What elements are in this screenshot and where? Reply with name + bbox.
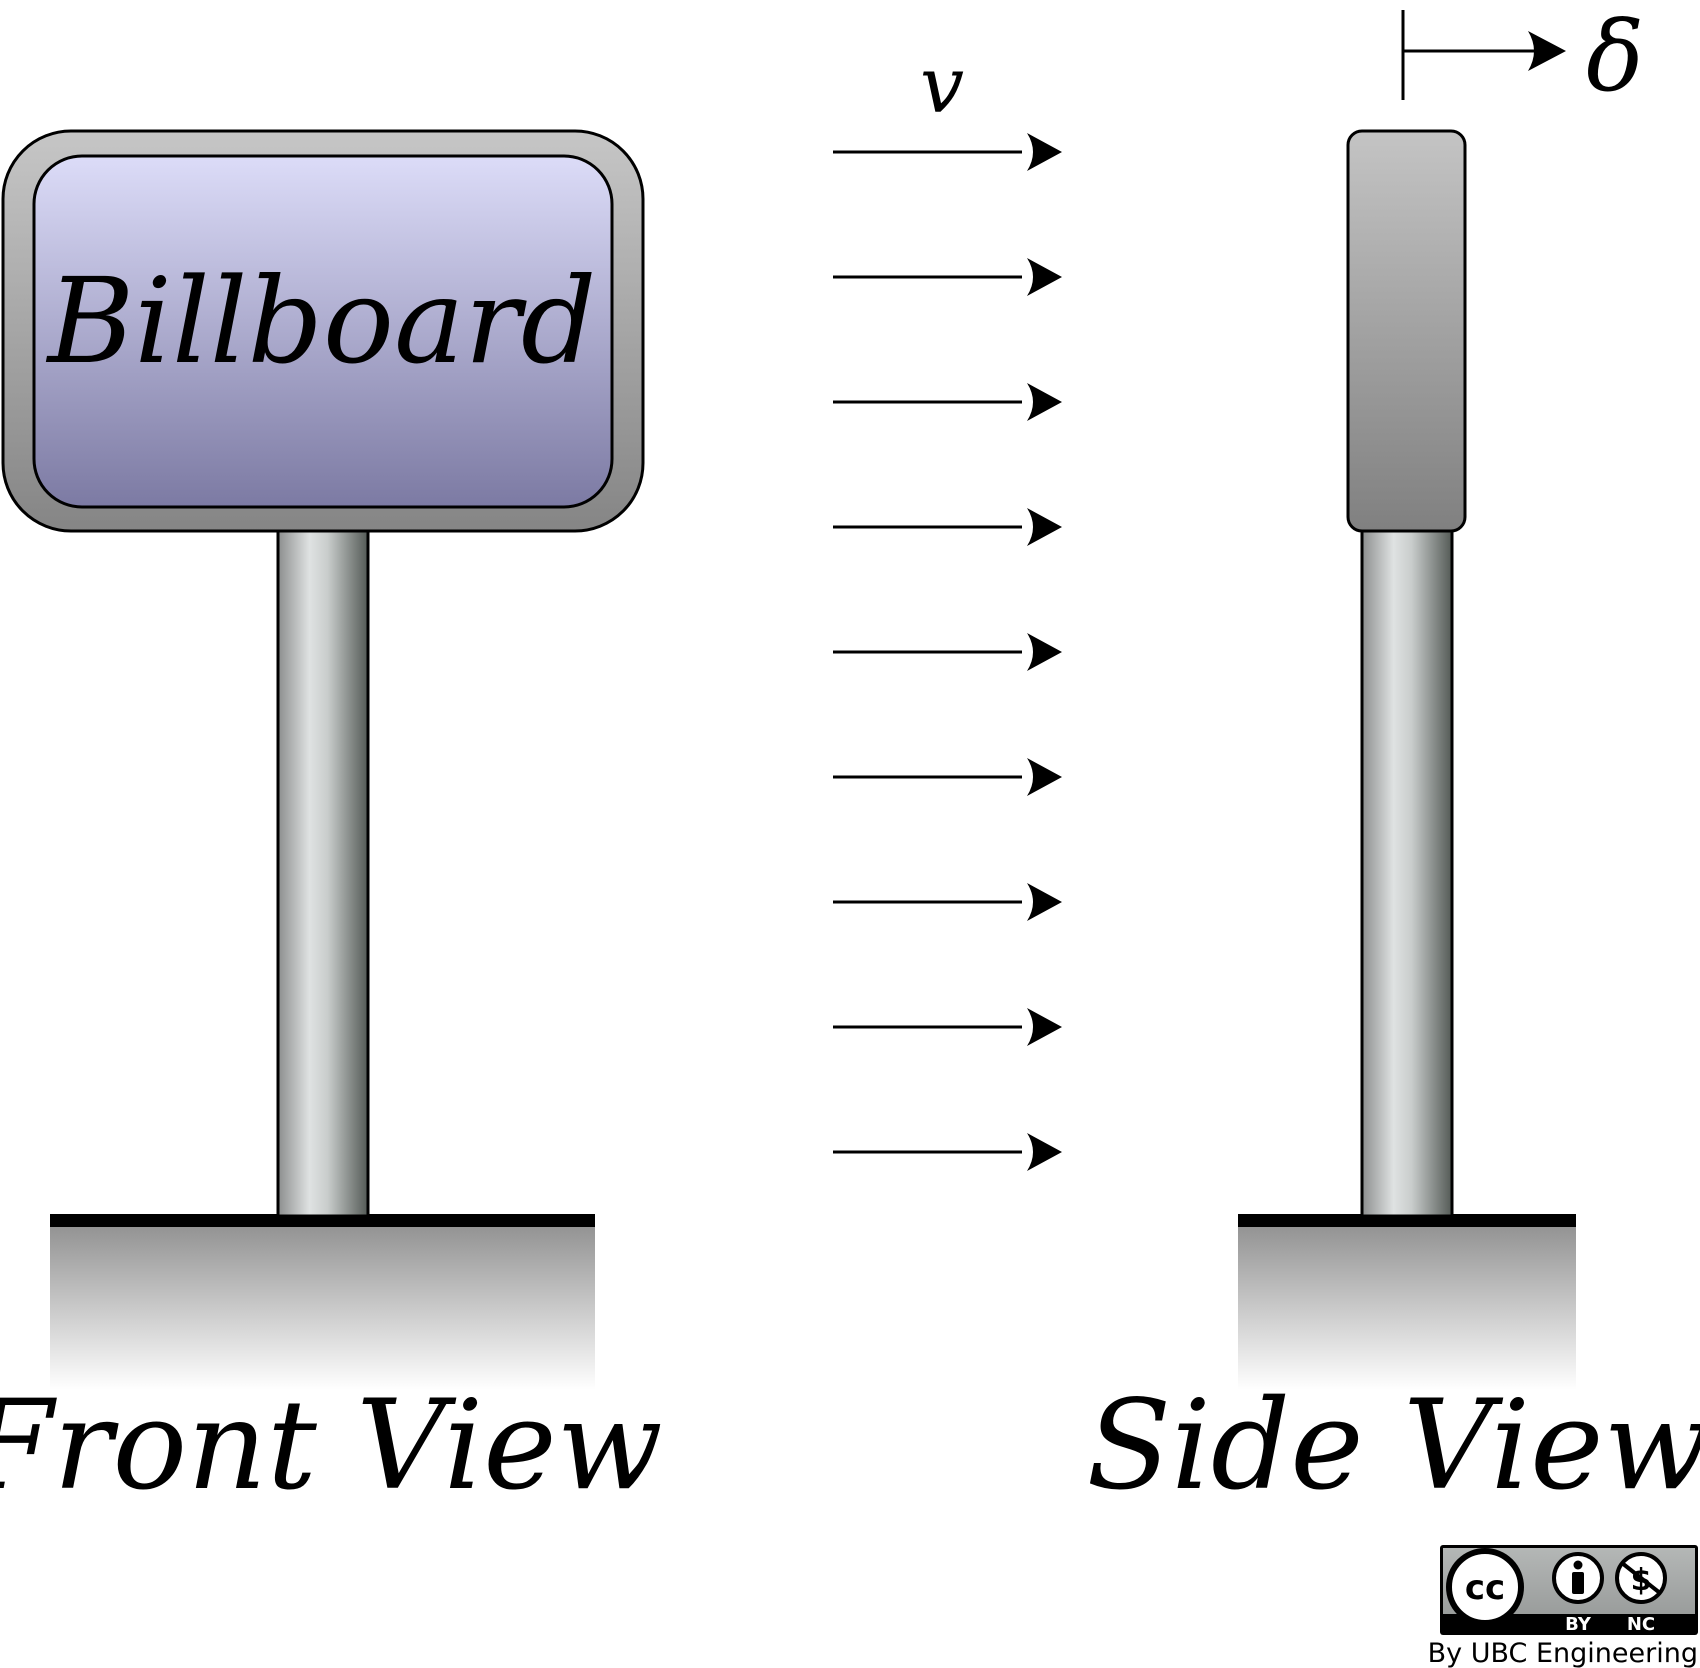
wind-arrows xyxy=(833,133,1062,1171)
wind-arrow xyxy=(833,633,1062,671)
side-pole xyxy=(1360,498,1454,1218)
wind-arrow xyxy=(833,1008,1062,1046)
cc-icon-text: cc xyxy=(1465,1568,1505,1608)
billboard-panel xyxy=(32,154,614,509)
wind-arrow xyxy=(833,508,1062,546)
front-ground-line xyxy=(50,1214,595,1227)
wind-arrow xyxy=(833,758,1062,796)
nc-label: NC xyxy=(1627,1614,1655,1635)
front-pole xyxy=(276,498,370,1218)
nc-dollar-icon: $ xyxy=(1615,1552,1667,1604)
wind-arrow xyxy=(833,258,1062,296)
billboard-text: Billboard xyxy=(46,252,597,390)
side-billboard xyxy=(1346,129,1467,533)
wind-arrow xyxy=(833,883,1062,921)
side-view-label: Side View xyxy=(1086,1374,1700,1518)
velocity-label: v xyxy=(920,41,964,131)
by-person-icon xyxy=(1552,1552,1604,1604)
cc-icon xyxy=(1446,1548,1524,1626)
side-ground-line xyxy=(1238,1214,1576,1227)
by-label: BY xyxy=(1565,1614,1592,1635)
side-ground xyxy=(1238,1220,1576,1390)
wind-arrow xyxy=(833,383,1062,421)
front-view: Billboard xyxy=(1,129,645,1390)
cc-license-badge: cc $ BY NC xyxy=(1440,1545,1698,1635)
side-view: δ xyxy=(1238,1,1644,1390)
credit-text: By UBC Engineering xyxy=(1428,1638,1698,1668)
deflection-label: δ xyxy=(1586,1,1644,113)
front-view-label: Front View xyxy=(0,1374,663,1518)
deflection-arrowhead xyxy=(1528,31,1566,71)
wind-arrow xyxy=(833,1133,1062,1171)
front-ground xyxy=(50,1220,595,1390)
wind-arrow xyxy=(833,133,1062,171)
